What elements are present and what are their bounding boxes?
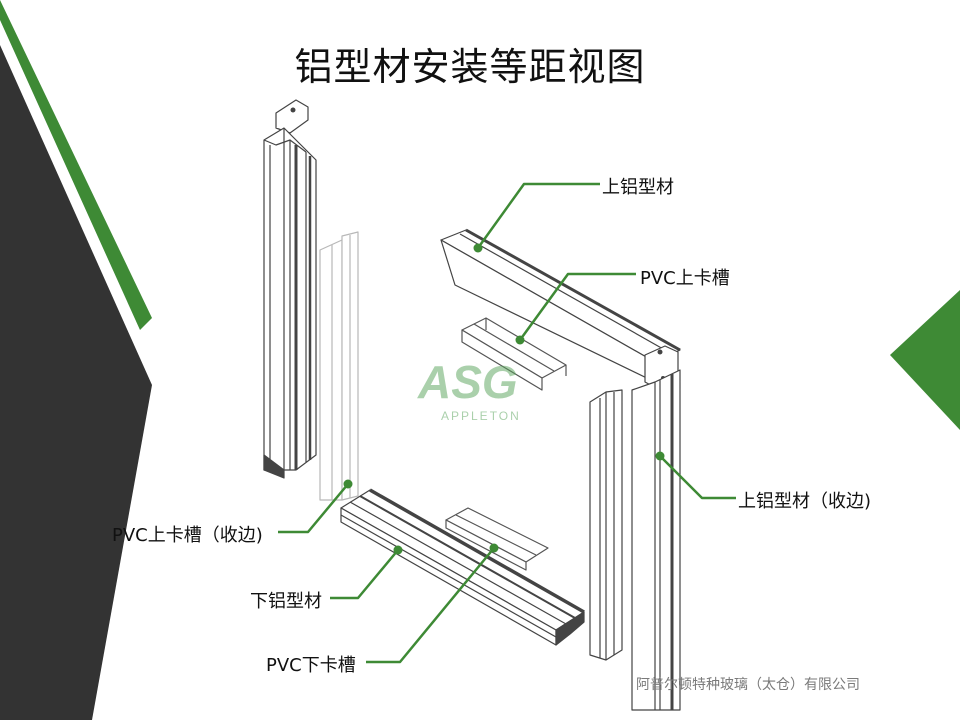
left-green-stripe (0, 0, 152, 330)
label-pvc-upper-slot: PVC上卡槽 (640, 268, 730, 289)
watermark-brand: ASG (417, 356, 518, 408)
asg-watermark-logo: ASG APPLETON (417, 356, 521, 423)
label-upper-profile: 上铝型材 (602, 177, 674, 198)
right-green-triangle (890, 290, 960, 430)
left-dark-panel (0, 45, 152, 720)
middle-pvc-upper-slot (461, 317, 567, 391)
label-pvc-upper-slot-edge: PVC上卡槽（收边) (112, 525, 263, 546)
left-vertical-profile (263, 99, 317, 479)
left-pvc-slot (319, 231, 359, 501)
leader-lines (278, 182, 736, 664)
right-vertical-profile (631, 369, 681, 711)
bottom-pvc-lower-slot (445, 507, 549, 571)
label-upper-profile-edge: 上铝型材（收边) (738, 491, 872, 512)
label-lower-profile: 下铝型材 (250, 591, 322, 612)
leader-dots (343, 243, 665, 555)
bottom-horizontal-profile (340, 488, 585, 646)
label-pvc-lower-slot: PVC下卡槽 (266, 655, 356, 676)
company-footer: 阿普尔顿特种玻璃（太仓）有限公司 (636, 677, 860, 693)
right-pvc-slot (589, 389, 623, 661)
page-title: 铝型材安装等距视图 (294, 45, 646, 89)
watermark-sub: APPLETON (441, 409, 521, 423)
